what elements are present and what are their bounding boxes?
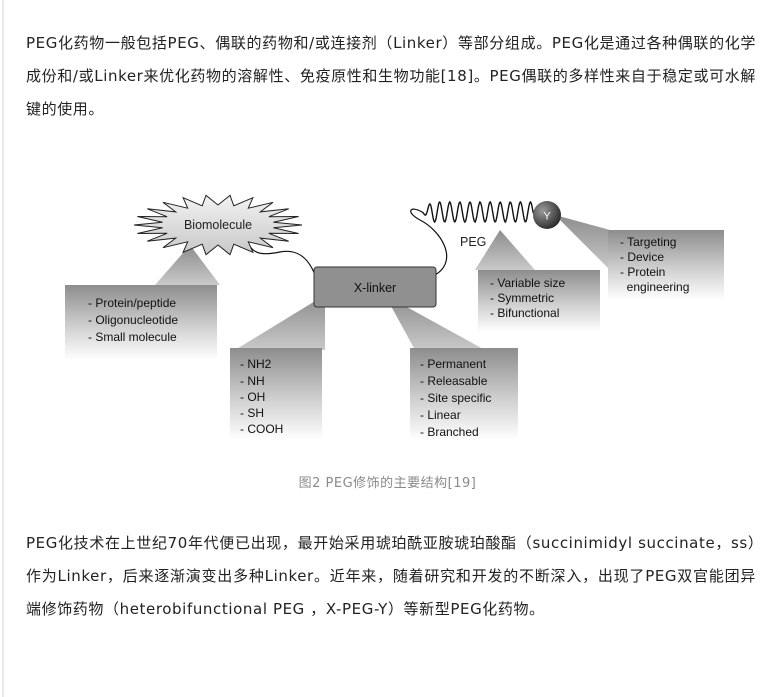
peg-chain <box>421 200 535 224</box>
linkage-item: - Site specific <box>420 391 491 405</box>
y-application-item: - Targeting <box>620 235 676 249</box>
peg-callout <box>475 230 535 270</box>
y-applications-box <box>608 230 724 300</box>
biomolecule-item: - Small molecule <box>88 330 177 344</box>
x-linker-label: X-linker <box>354 281 396 295</box>
left-border <box>2 0 4 697</box>
biomolecule-item: - Oligonucleotide <box>88 313 178 327</box>
linkage-item: - Permanent <box>420 357 487 371</box>
biomolecule-callout <box>155 245 220 285</box>
peg-diagram: Y Biomolecule X-linker PEG - Protein/pep… <box>65 194 724 440</box>
linkage-item: - Linear <box>420 408 461 422</box>
reactive-group-item: - NH2 <box>240 357 272 371</box>
y-label: Y <box>543 211 551 223</box>
peg-property-item: - Bifunctional <box>490 306 559 320</box>
biomolecule-types-box <box>65 285 217 360</box>
reactive-groups-box <box>230 348 322 440</box>
biomolecule-label: Biomolecule <box>184 218 252 232</box>
linkage-types-box <box>410 348 518 440</box>
linkage-item: - Branched <box>420 425 479 439</box>
biomolecule-starburst <box>133 194 303 256</box>
reactive-group-item: - COOH <box>240 422 283 436</box>
peg-label: PEG <box>460 235 486 249</box>
figure-caption: 图2 PEG修饰的主要结构[19] <box>298 476 477 491</box>
reactive-group-item: - OH <box>240 390 265 404</box>
peg-property-item: - Variable size <box>490 276 565 290</box>
reactive-group-item: - NH <box>240 374 265 388</box>
history-paragraph: PEG化技术在上世纪70年代便已出现，最开始采用琥珀酰亚胺琥珀酸酯（succin… <box>26 534 756 618</box>
peg-properties-box <box>478 270 600 332</box>
reactive-group-item: - SH <box>240 406 264 420</box>
y-application-item: - Device <box>620 250 664 264</box>
linkage-callout <box>385 295 485 350</box>
y-callout <box>555 215 610 270</box>
linkage-item: - Releasable <box>420 374 488 388</box>
x-linker-box <box>313 266 437 308</box>
y-application-item: engineering <box>620 280 689 294</box>
y-application-item: - Protein <box>620 265 665 279</box>
peg-structure-figure: Y Biomolecule X-linker PEG - Protein/pep… <box>60 190 740 450</box>
xgroup-callout <box>235 295 325 350</box>
y-group-ball <box>533 201 561 229</box>
peg-property-item: - Symmetric <box>490 291 554 305</box>
intro-paragraph: PEG化药物一般包括PEG、偶联的药物和/或连接剂（Linker）等部分组成。P… <box>26 34 756 118</box>
biomolecule-item: - Protein/peptide <box>88 296 176 310</box>
